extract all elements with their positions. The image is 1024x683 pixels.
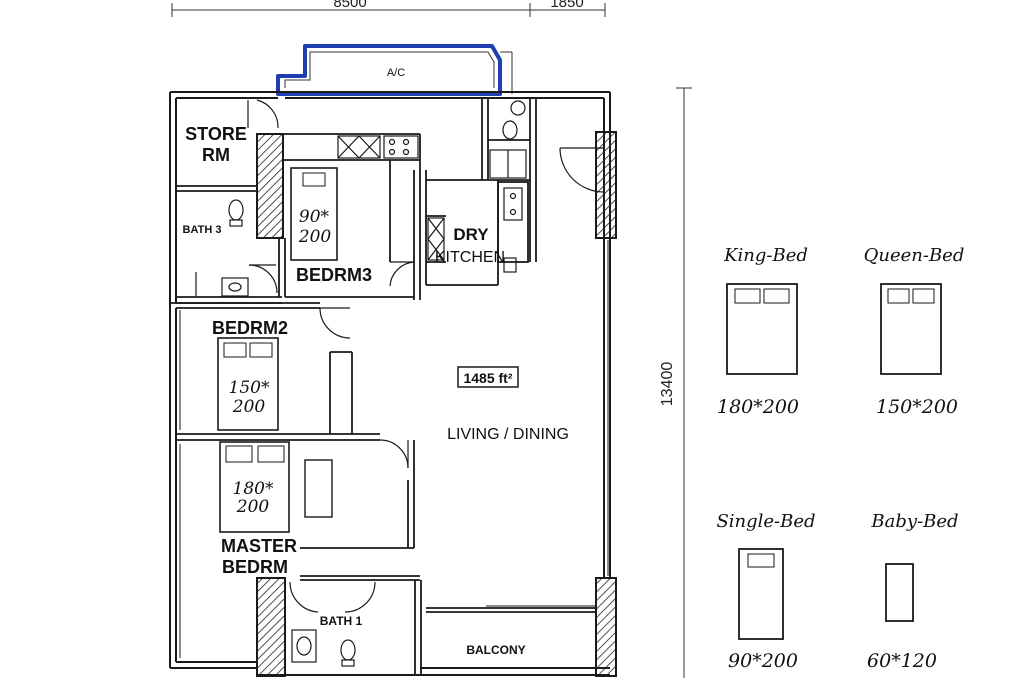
ac-ledge-outline (276, 44, 502, 96)
plan-bed-bedrm2 (217, 337, 279, 431)
door-swings (247, 99, 605, 613)
interior-walls (170, 98, 596, 675)
bath1-label: BATH 1 (320, 614, 363, 628)
dry-kitchen-label-line2: KITCHEN (435, 249, 505, 266)
column-right-bottom (595, 577, 617, 677)
legend-queen-size: 150*200 (876, 396, 958, 418)
legend-king-name: King-Bed (723, 245, 808, 266)
legend-king-bed: King-Bed 180*200 (717, 245, 808, 418)
store-room-label-line1: STORE (185, 124, 247, 144)
area-box (457, 366, 519, 388)
master-bed-width: 180* (233, 479, 274, 499)
bedrm3-label: BEDRM3 (296, 265, 372, 285)
legend-single-bed: Single-Bed 90*200 (716, 511, 815, 672)
window-details (179, 240, 609, 658)
right-dimension (676, 87, 692, 678)
dimension-right: 13400 (659, 362, 676, 407)
column-bottom-left (256, 577, 286, 677)
bed3-width: 90* (299, 207, 330, 227)
column-store (256, 133, 284, 239)
store-room-label-line2: RM (202, 145, 230, 165)
column-right-top (595, 131, 617, 239)
area-label: 1485 ft² (463, 370, 512, 386)
bath3-label: BATH 3 (183, 224, 222, 236)
dimension-top-left: 8500 (333, 0, 366, 11)
legend-baby-name: Baby-Bed (870, 511, 958, 532)
master-bedrm-label-line2: BEDRM (222, 557, 288, 577)
kitchen-fixtures (337, 135, 523, 273)
top-dimension (171, 3, 606, 17)
bed2-length: 200 (232, 397, 266, 417)
legend-single-name: Single-Bed (716, 511, 815, 532)
living-dining-label: LIVING / DINING (447, 426, 569, 443)
master-bed-length: 200 (236, 497, 270, 517)
ac-ledge-inner (284, 51, 495, 88)
legend-baby-bed: Baby-Bed 60*120 (867, 511, 959, 672)
bed3-length: 200 (298, 227, 332, 247)
outer-walls (169, 91, 611, 676)
bedrm2-label: BEDRM2 (212, 318, 288, 338)
plan-bed-bedrm3 (290, 167, 338, 261)
legend-baby-size: 60*120 (867, 650, 937, 672)
legend-single-size: 90*200 (728, 650, 798, 672)
balcony-label: BALCONY (466, 643, 525, 657)
bed2-width: 150* (229, 378, 270, 398)
bath-fixtures (195, 100, 527, 667)
legend-queen-name: Queen-Bed (864, 245, 965, 266)
legend-king-size: 180*200 (717, 396, 799, 418)
dimension-top-right: 1850 (550, 0, 583, 11)
master-bedrm-label-line1: MASTER (221, 536, 297, 556)
plan-bed-master (219, 441, 333, 533)
dry-kitchen-label-line1: DRY (453, 225, 489, 244)
ac-label: A/C (387, 67, 405, 79)
legend-queen-bed: Queen-Bed 150*200 (864, 245, 965, 418)
